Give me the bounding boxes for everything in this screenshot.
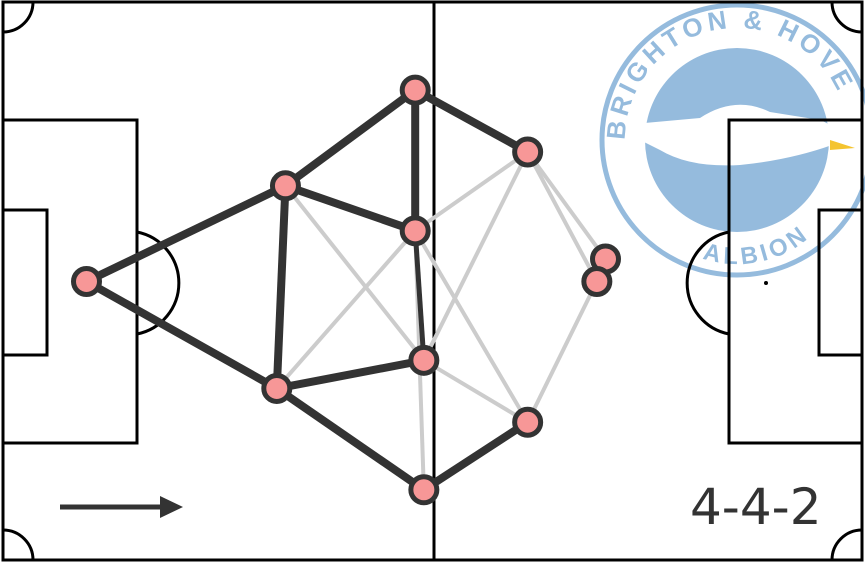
pass-edge-cb1-cb2 <box>272 185 290 389</box>
pass-edge-w1-st1 <box>526 150 608 261</box>
player-node-fb1 <box>399 74 431 106</box>
pass-edge-st2-w2 <box>525 280 599 424</box>
player-node-m1 <box>399 215 431 247</box>
player-node-fb2 <box>408 474 440 506</box>
pass-edge-fb2-w2 <box>421 418 530 494</box>
pass-edge-cb1-fb1 <box>283 86 418 190</box>
player-node-w1 <box>512 136 544 168</box>
pass-edges <box>84 86 608 494</box>
pass-edge-m2-w2 <box>422 358 529 424</box>
player-node-st2 <box>581 266 613 297</box>
pass-edge-gk-cb1 <box>84 182 288 286</box>
player-node-cb1 <box>269 170 301 202</box>
player-node-gk <box>71 266 102 297</box>
direction-arrow <box>60 496 183 518</box>
pass-edge-cb2-m1 <box>275 229 417 390</box>
formation-label: 4-4-2 <box>690 478 822 536</box>
pass-edge-cb1-m1 <box>284 182 417 235</box>
pass-edge-cb2-fb2 <box>274 385 427 494</box>
player-node-m2 <box>408 344 440 376</box>
club-crest-watermark: BRIGHTON & HOVE ALBION <box>599 2 865 278</box>
player-node-w2 <box>512 406 544 438</box>
player-node-cb2 <box>261 372 293 404</box>
pass-edge-fb1-w1 <box>413 86 530 156</box>
pass-edge-m2-w1 <box>422 151 530 362</box>
pass-edge-cb1-m2 <box>283 184 426 362</box>
pass-edge-gk-cb2 <box>84 278 279 392</box>
pass-edge-m1-m2 <box>412 230 427 361</box>
pass-edge-m1-w2 <box>413 229 530 424</box>
pass-edge-cb2-m2 <box>276 356 425 393</box>
player-nodes <box>71 74 621 506</box>
pass-edge-m1-w1 <box>414 150 529 233</box>
pass-edge-w1-st2 <box>525 151 599 283</box>
penalty-spot <box>764 281 768 285</box>
